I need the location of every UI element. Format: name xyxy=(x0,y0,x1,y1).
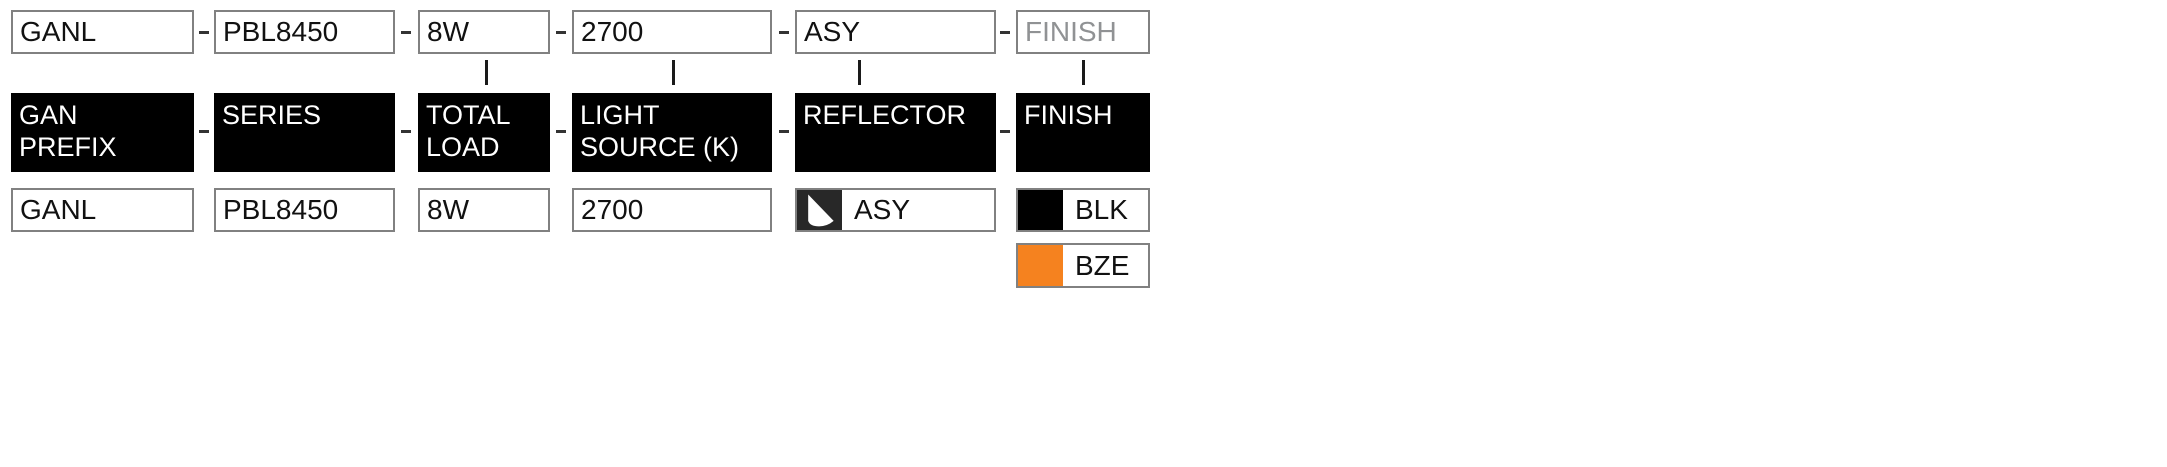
option-label: PBL8450 xyxy=(223,194,339,225)
series-input[interactable] xyxy=(216,12,393,52)
light-source-header: LIGHT SOURCE (K) xyxy=(572,93,772,172)
light-source-code-box xyxy=(572,10,772,54)
option-label: GANL xyxy=(20,194,97,225)
code-dash-separator xyxy=(556,31,566,34)
gan-prefix-code-box xyxy=(11,10,194,54)
code-dash-separator xyxy=(1000,31,1010,34)
series-header: SERIES xyxy=(214,93,395,172)
total-load-input[interactable] xyxy=(420,12,548,52)
reflector-code-box xyxy=(795,10,996,54)
header-dash-separator xyxy=(401,130,411,133)
code-dash-separator xyxy=(779,31,789,34)
option-reflector-asy[interactable]: ASY xyxy=(795,188,996,232)
option-label: BZE xyxy=(1075,249,1130,281)
option-finish-blk[interactable]: BLK xyxy=(1016,188,1150,232)
option-gan-prefix-ganl[interactable]: GANL xyxy=(11,188,194,232)
connector-line-total-load xyxy=(485,60,488,85)
finish-code-box xyxy=(1016,10,1150,54)
reflector-header: REFLECTOR xyxy=(795,93,996,172)
option-total-load-8w[interactable]: 8W xyxy=(418,188,550,232)
option-finish-bze[interactable]: BZE xyxy=(1016,243,1150,288)
code-dash-separator xyxy=(401,31,411,34)
option-light-source-2700[interactable]: 2700 xyxy=(572,188,772,232)
option-label: BLK xyxy=(1075,194,1128,225)
light-source-input[interactable] xyxy=(574,12,770,52)
option-series-pbl8450[interactable]: PBL8450 xyxy=(214,188,395,232)
asymmetric-reflector-icon xyxy=(797,190,842,230)
header-dash-separator xyxy=(1000,130,1010,133)
connector-line-light-source xyxy=(672,60,675,85)
total-load-code-box xyxy=(418,10,550,54)
blk-color-swatch xyxy=(1018,190,1063,230)
connector-line-reflector xyxy=(858,60,861,85)
finish-header: FINISH xyxy=(1016,93,1150,172)
bze-color-swatch xyxy=(1018,245,1063,286)
connector-line-finish xyxy=(1082,60,1085,85)
header-dash-separator xyxy=(199,130,209,133)
finish-input[interactable] xyxy=(1018,12,1148,52)
code-dash-separator xyxy=(199,31,209,34)
option-label: 2700 xyxy=(581,194,644,225)
option-label: ASY xyxy=(854,194,911,225)
gan-prefix-input[interactable] xyxy=(13,12,192,52)
series-code-box xyxy=(214,10,395,54)
header-dash-separator xyxy=(556,130,566,133)
total-load-header: TOTAL LOAD xyxy=(418,93,550,172)
option-label: 8W xyxy=(427,194,469,225)
header-dash-separator xyxy=(779,130,789,133)
reflector-input[interactable] xyxy=(797,12,994,52)
gan-prefix-header: GAN PREFIX xyxy=(11,93,194,172)
